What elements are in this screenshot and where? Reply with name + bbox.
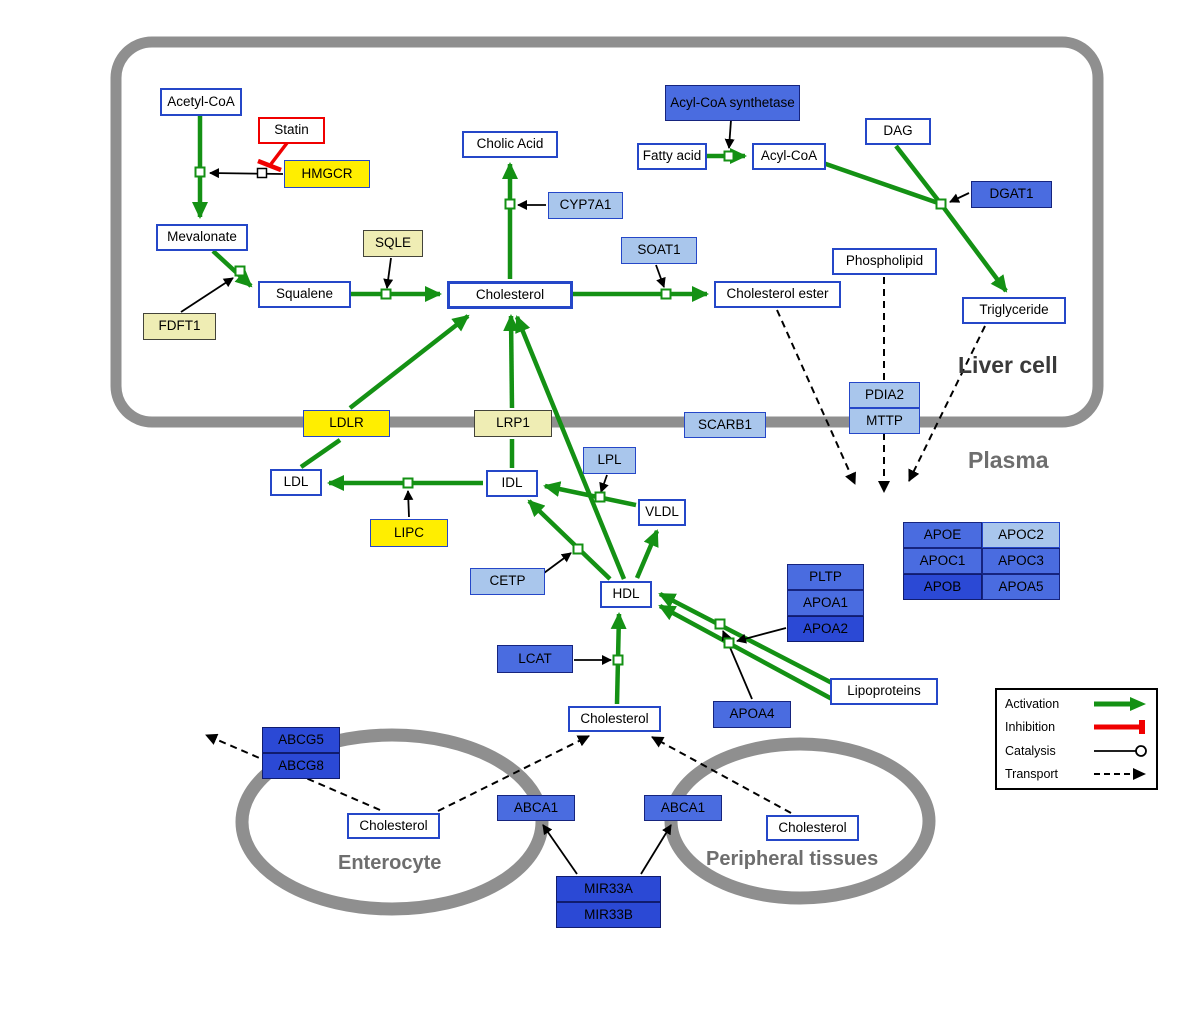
node-apoc1[interactable]: APOC1 — [903, 548, 982, 574]
node-apoa4[interactable]: APOA4 — [713, 701, 791, 728]
node-acyl-coa-synthetase[interactable]: Acyl-CoA synthetase — [665, 85, 800, 121]
peripheral-tissues-outline — [664, 737, 936, 905]
reaction-node-squares — [194, 150, 947, 666]
node-acetyl-coa[interactable]: Acetyl-CoA — [160, 88, 242, 116]
enterocyte-label: Enterocyte — [338, 852, 442, 874]
node-apoc3[interactable]: APOC3 — [982, 548, 1060, 574]
node-cholesterol-enterocyte[interactable]: Cholesterol — [347, 813, 440, 839]
node-idl[interactable]: IDL — [486, 470, 538, 497]
node-cholesterol-ester[interactable]: Cholesterol ester — [714, 281, 841, 308]
node-soat1[interactable]: SOAT1 — [621, 237, 697, 264]
node-statin[interactable]: Statin — [258, 117, 325, 144]
node-phospholipid[interactable]: Phospholipid — [832, 248, 937, 275]
node-abca1-right[interactable]: ABCA1 — [644, 795, 722, 821]
catalysis-port-square — [256, 167, 268, 179]
activation-edges — [192, 116, 1008, 705]
node-squalene[interactable]: Squalene — [258, 281, 351, 308]
node-apob[interactable]: APOB — [903, 574, 982, 600]
node-hdl[interactable]: HDL — [600, 581, 652, 608]
liver-cell-label: Liver cell — [958, 352, 1058, 378]
node-cyp7a1[interactable]: CYP7A1 — [548, 192, 623, 219]
node-cetp[interactable]: CETP — [470, 568, 545, 595]
legend-transport-label: Transport — [1005, 766, 1059, 781]
legend-activation-label: Activation — [1005, 697, 1060, 711]
legend-row-activation: Activation — [1005, 696, 1148, 712]
peripheral-tissues-label: Peripheral tissues — [706, 848, 879, 870]
node-lcat[interactable]: LCAT — [497, 645, 573, 673]
legend-row-transport: Transport — [1005, 766, 1148, 782]
node-apoa5[interactable]: APOA5 — [982, 574, 1060, 600]
catalysis-circle-icon — [1094, 744, 1147, 757]
node-lrp1[interactable]: LRP1 — [474, 410, 552, 437]
plasma-label: Plasma — [968, 447, 1049, 473]
enterocyte-outline — [235, 728, 549, 916]
node-mir33b[interactable]: MIR33B — [556, 902, 661, 928]
node-dag[interactable]: DAG — [865, 118, 931, 145]
node-abca1-left[interactable]: ABCA1 — [497, 795, 575, 821]
node-cholesterol-liver[interactable]: Cholesterol — [447, 281, 573, 309]
legend-inhibition-label: Inhibition — [1005, 720, 1056, 735]
activation-arrow-icon — [1094, 697, 1146, 711]
node-ldlr[interactable]: LDLR — [303, 410, 390, 437]
inhibition-bar-icon — [1094, 720, 1145, 735]
node-cholesterol-peripheral[interactable]: Cholesterol — [766, 815, 859, 841]
node-acyl-coa[interactable]: Acyl-CoA — [752, 143, 826, 170]
legend: Activation Inhibition Catalysis Transpor… — [995, 688, 1158, 790]
node-apoe[interactable]: APOE — [903, 522, 982, 548]
node-dgat1[interactable]: DGAT1 — [971, 181, 1052, 208]
node-lipc[interactable]: LIPC — [370, 519, 448, 547]
transport-arrow-icon — [1094, 767, 1146, 780]
transport-edges — [205, 277, 986, 814]
legend-row-inhibition: Inhibition — [1005, 719, 1148, 735]
inhibition-edge — [257, 141, 289, 173]
node-hmgcr[interactable]: HMGCR — [284, 160, 370, 188]
node-apoa1[interactable]: APOA1 — [787, 590, 864, 616]
node-mir33a[interactable]: MIR33A — [556, 876, 661, 902]
node-ldl[interactable]: LDL — [270, 469, 322, 496]
node-pltp[interactable]: PLTP — [787, 564, 864, 590]
node-fatty-acid[interactable]: Fatty acid — [637, 143, 707, 170]
node-cholesterol-plasma[interactable]: Cholesterol — [568, 706, 661, 732]
node-lipoproteins[interactable]: Lipoproteins — [830, 678, 938, 705]
node-mttp[interactable]: MTTP — [849, 408, 920, 434]
node-lpl[interactable]: LPL — [583, 447, 636, 474]
catalysis-edges — [180, 119, 970, 875]
node-pdia2[interactable]: PDIA2 — [849, 382, 920, 408]
node-vldl[interactable]: VLDL — [638, 499, 686, 526]
node-cholic-acid[interactable]: Cholic Acid — [462, 131, 558, 158]
node-abcg5[interactable]: ABCG5 — [262, 727, 340, 753]
node-apoc2[interactable]: APOC2 — [982, 522, 1060, 548]
compartment-outlines — [110, 36, 1104, 916]
node-sqle[interactable]: SQLE — [363, 230, 423, 257]
legend-row-catalysis: Catalysis — [1005, 743, 1148, 759]
liver-cell-outline — [110, 36, 1104, 428]
node-scarb1[interactable]: SCARB1 — [684, 412, 766, 438]
node-apoa2[interactable]: APOA2 — [787, 616, 864, 642]
node-mevalonate[interactable]: Mevalonate — [156, 224, 248, 251]
node-abcg8[interactable]: ABCG8 — [262, 753, 340, 779]
node-fdft1[interactable]: FDFT1 — [143, 313, 216, 340]
node-triglyceride[interactable]: Triglyceride — [962, 297, 1066, 324]
legend-catalysis-label: Catalysis — [1005, 743, 1056, 758]
